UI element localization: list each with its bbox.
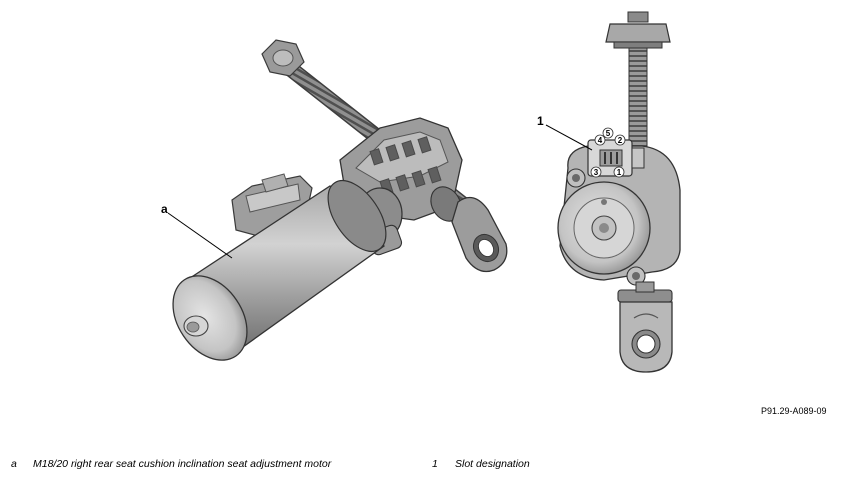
legend-key: a [11,458,17,470]
pin-label-3: 3 [594,168,599,177]
callout-label-1: 1 [537,114,544,128]
callout-label-a: a [161,202,168,216]
connector-slot: 4 5 2 3 1 [587,127,645,178]
pin-label-2: 2 [618,136,623,145]
legend-text: M18/20 right rear seat cushion inclinati… [33,458,332,470]
legend-key: 1 [432,458,438,470]
left-motor-view [167,39,508,361]
pin-label-5: 5 [606,129,611,138]
motor-diagram: 4 5 2 3 1 [167,11,681,373]
pin-label-1: 1 [617,168,622,177]
pin-label-4: 4 [598,136,603,145]
right-front-view: 4 5 2 3 1 [545,11,681,373]
figure-code: P91.29-A089-09 [761,406,827,416]
legend-text: Slot designation [455,458,530,470]
mounting-eyelet [451,196,508,273]
motor-cylinder [172,180,387,361]
lower-eyelet [619,301,673,373]
